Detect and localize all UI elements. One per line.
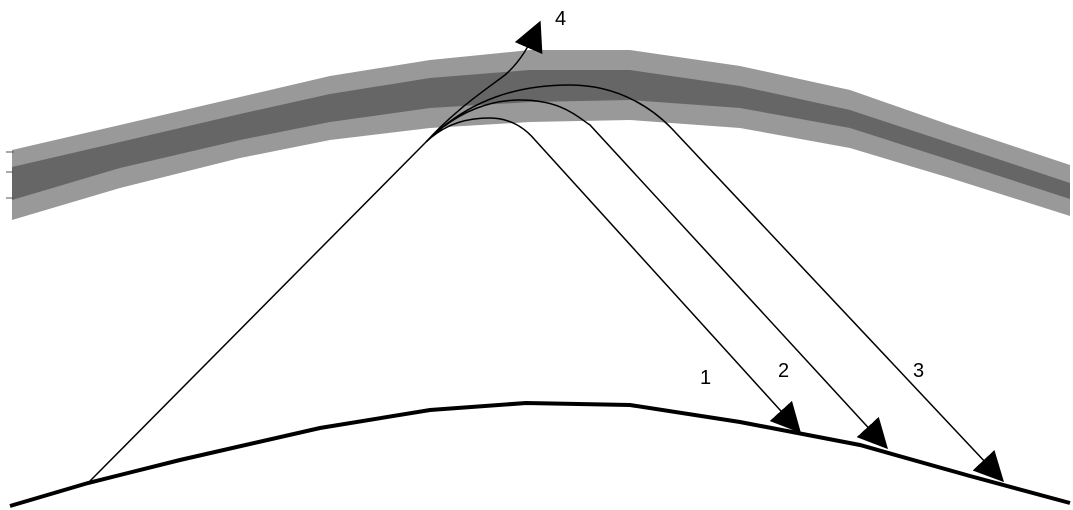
ray-4-path: [425, 20, 543, 143]
ray-1-path: [425, 117, 802, 434]
ionosphere-inner-layer: [12, 70, 1070, 200]
earth-surface: [9, 400, 1071, 508]
ray-3-label: 3: [913, 360, 924, 382]
ray-4-label: 4: [555, 8, 566, 30]
ray-1-label: 1: [700, 367, 711, 389]
ray-2-label: 2: [778, 360, 789, 382]
ray-2-path: [425, 99, 889, 450]
ray-3-path: [425, 84, 1005, 483]
ionosphere-outer-layer: [12, 50, 1070, 220]
incident-ray: [87, 141, 427, 484]
